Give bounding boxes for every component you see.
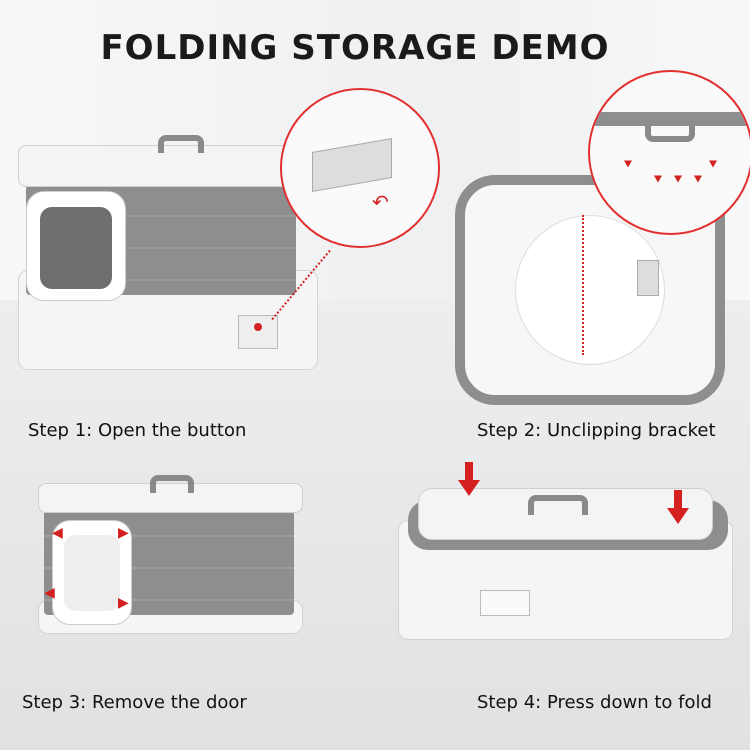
down-arrow-icon xyxy=(654,175,662,183)
arrow-icon: ◀ xyxy=(44,585,55,601)
filter-icon xyxy=(637,260,659,296)
arrow-icon: ◀ xyxy=(52,525,63,541)
press-arrow-icon xyxy=(667,490,689,526)
step4-litter-box xyxy=(398,480,743,650)
door-opening xyxy=(40,207,112,289)
arrow-icon: ▶ xyxy=(118,525,129,541)
button-detail xyxy=(312,137,392,193)
clip-button xyxy=(238,315,278,349)
step3-caption: Step 3: Remove the door xyxy=(22,692,247,713)
clip-button xyxy=(480,590,530,616)
handle-icon xyxy=(528,495,588,515)
arrow-icon: ▶ xyxy=(118,595,129,611)
zoom-circle-button: ↶ xyxy=(280,88,440,248)
zoom-circle-bracket xyxy=(588,70,750,235)
step4-caption: Step 4: Press down to fold xyxy=(477,692,712,713)
dotted-line xyxy=(582,215,584,355)
press-arrow-icon xyxy=(458,462,480,498)
bracket-icon xyxy=(645,126,695,142)
step2-caption: Step 2: Unclipping bracket xyxy=(477,420,716,441)
down-arrow-icon xyxy=(624,160,632,168)
rotate-arrow-icon: ↶ xyxy=(372,190,389,214)
down-arrow-icon xyxy=(709,160,717,168)
lid xyxy=(38,483,303,513)
marker-dot-icon xyxy=(254,323,262,331)
step1-litter-box xyxy=(18,135,328,405)
bracket-edge xyxy=(590,112,750,126)
handle-icon xyxy=(158,135,204,153)
handle-icon xyxy=(150,475,194,493)
step1-caption: Step 1: Open the button xyxy=(28,420,247,441)
door-opening xyxy=(64,535,120,611)
down-arrow-icon xyxy=(694,175,702,183)
step3-litter-box: ◀ ▶ ◀ ▶ xyxy=(38,475,308,665)
down-arrow-icon xyxy=(674,175,682,183)
page-title: FOLDING STORAGE DEMO xyxy=(100,28,610,68)
